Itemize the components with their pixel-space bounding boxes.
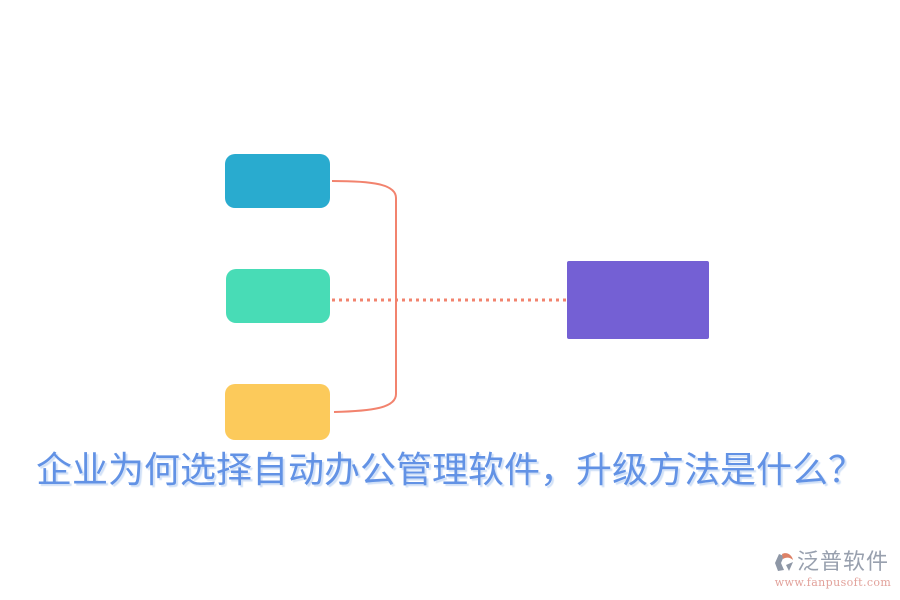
topic-box-middle: [226, 269, 330, 323]
fanpu-logo-icon: [775, 553, 793, 571]
brand-url: www.fanpusoft.com: [774, 576, 892, 589]
brace-connector: [331, 180, 397, 413]
topic-box-top: [225, 154, 330, 208]
brand-name: 泛普软件: [797, 550, 890, 575]
summary-box: [567, 261, 709, 339]
topic-box-bottom: [225, 384, 330, 440]
page-title: 企业为何选择自动办公管理软件，升级方法是什么？: [35, 450, 864, 491]
brand-logo: 泛普软件 www.fanpusoft.com: [772, 550, 894, 590]
